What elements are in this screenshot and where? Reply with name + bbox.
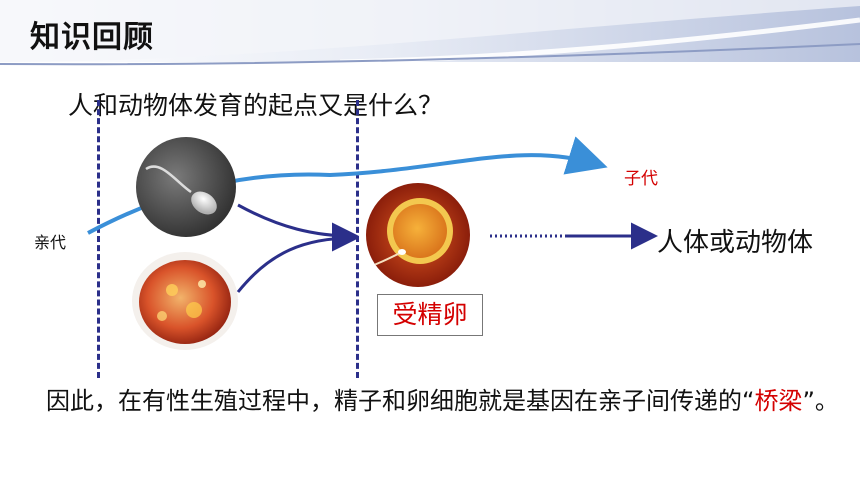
conclusion-main: 因此，在有性生殖过程中，精子和卵细胞就是基因在亲子间传递的“ bbox=[46, 387, 755, 415]
conclusion-end: ”。 bbox=[802, 387, 839, 415]
sperm-photo bbox=[136, 137, 236, 237]
sperm-arrow bbox=[237, 203, 359, 250]
header-band bbox=[0, 0, 860, 66]
egg-arrow bbox=[236, 224, 359, 293]
parent-generation-label: 亲代 bbox=[34, 233, 67, 252]
dashed-guide-left bbox=[97, 100, 100, 378]
question-text: 人和动物体发育的起点又是什么？ bbox=[68, 91, 444, 120]
page-title: 知识回顾 bbox=[30, 20, 154, 55]
conclusion-text: 因此，在有性生殖过程中，精子和卵细胞就是基因在亲子间传递的“桥梁”。 bbox=[22, 382, 842, 420]
human-or-animal-label: 人体或动物体 bbox=[657, 228, 814, 258]
offspring-generation-label: 子代 bbox=[624, 169, 658, 189]
egg-cell-photo bbox=[132, 252, 238, 350]
conclusion-highlight: 桥梁 bbox=[754, 387, 803, 415]
fertilized-egg-photo bbox=[366, 183, 470, 287]
conclusion-indent bbox=[22, 387, 46, 415]
zygote-label: 受精卵 bbox=[377, 294, 483, 336]
